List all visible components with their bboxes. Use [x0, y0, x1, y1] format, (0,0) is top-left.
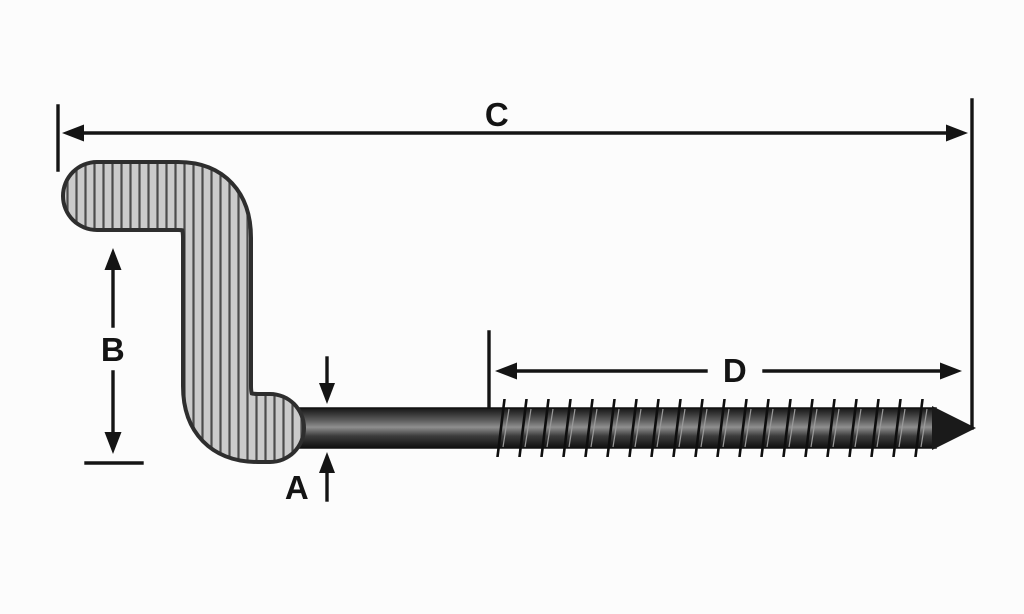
dimension-c-arrow-right	[946, 124, 968, 142]
dimension-c-arrow-left	[62, 124, 84, 142]
dimension-d-arrow-right	[940, 362, 962, 380]
dimension-a-arrow-down	[319, 383, 335, 404]
hook-body	[65, 164, 302, 460]
screw-hook-figure	[61, 160, 976, 464]
dimension-b-label: B	[101, 331, 125, 368]
dimension-annotations: C B A D	[56, 96, 974, 506]
thread-section	[490, 399, 934, 457]
dimension-b-arrow-down	[104, 432, 122, 454]
dimension-c-label: C	[485, 96, 509, 133]
dimension-a-arrow-up	[319, 452, 335, 473]
dimension-b-arrow-up	[104, 248, 122, 270]
dimension-a-label: A	[285, 469, 309, 506]
screw-tip	[932, 406, 976, 450]
dimension-d-label: D	[723, 352, 747, 389]
dimension-arrowheads-and-labels: C B A D	[62, 96, 968, 506]
dimension-d-arrow-left	[495, 362, 517, 380]
